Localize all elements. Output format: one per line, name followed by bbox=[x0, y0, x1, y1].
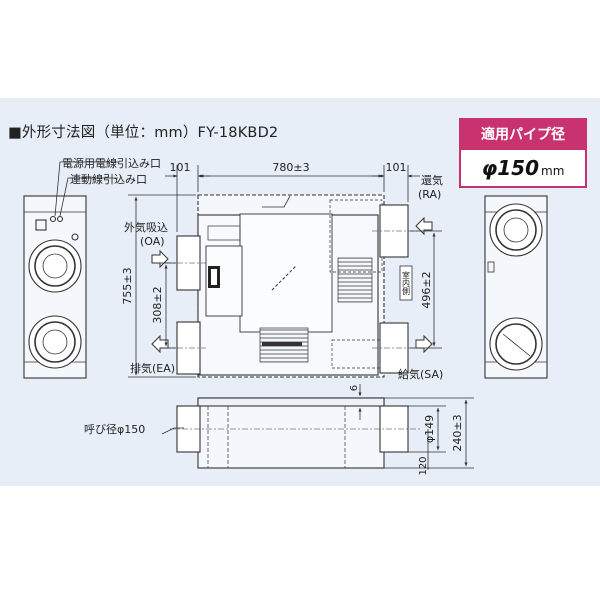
main-dimension-lines bbox=[128, 165, 442, 378]
supply-label: 給気(SA) bbox=[398, 367, 443, 381]
width-dim: 780±3 bbox=[272, 161, 309, 174]
page-title: ■外形寸法図（単位：mm）FY-18KBD2 bbox=[8, 125, 279, 141]
height-dim: 240±3 bbox=[451, 414, 464, 451]
supply-arrow-icon bbox=[415, 334, 433, 354]
top-gap-dim: 6 bbox=[349, 385, 360, 391]
outside-intake-arrow-icon bbox=[151, 249, 169, 269]
left-side-view bbox=[23, 195, 87, 379]
pipe-diameter-dim: φ149 bbox=[423, 415, 436, 443]
nominal-diameter-label: 呼び径φ150 bbox=[84, 423, 145, 436]
port-spacing-right-dim: 496±2 bbox=[420, 271, 433, 308]
indoor-side-tag bbox=[399, 265, 413, 301]
return-air-code: (RA) bbox=[418, 188, 441, 201]
front-dimension-lines bbox=[161, 384, 474, 470]
depth-dim: 755±3 bbox=[121, 267, 134, 304]
power-inlet-label: 電源用電線引込み口 bbox=[62, 156, 161, 170]
base-height-dim: 120 bbox=[418, 456, 429, 475]
main-top-view bbox=[197, 194, 385, 378]
left-offset-dim: 101 bbox=[170, 161, 191, 174]
outside-intake-code: (OA) bbox=[140, 235, 165, 248]
link-inlet-label: 連動線引込み口 bbox=[70, 172, 147, 186]
return-air-arrow-icon bbox=[415, 216, 433, 236]
outside-intake-label: 外気吸込 bbox=[124, 220, 168, 234]
exhaust-label: 排気(EA) bbox=[130, 361, 175, 375]
pipe-size-title: 適用パイプ径 bbox=[461, 120, 585, 150]
return-air-label: 還気 bbox=[421, 173, 443, 187]
right-offset-dim: 101 bbox=[386, 161, 407, 174]
pipe-size-unit: mm bbox=[541, 164, 565, 178]
indoor-side-label: 室内側 bbox=[402, 270, 411, 295]
port-spacing-left-dim: 308±2 bbox=[151, 286, 164, 323]
right-side-view bbox=[484, 195, 548, 379]
main-ducts bbox=[165, 204, 420, 375]
front-view bbox=[170, 397, 420, 469]
inlet-leaders bbox=[54, 161, 118, 217]
pipe-size-value: φ150 bbox=[481, 156, 539, 180]
